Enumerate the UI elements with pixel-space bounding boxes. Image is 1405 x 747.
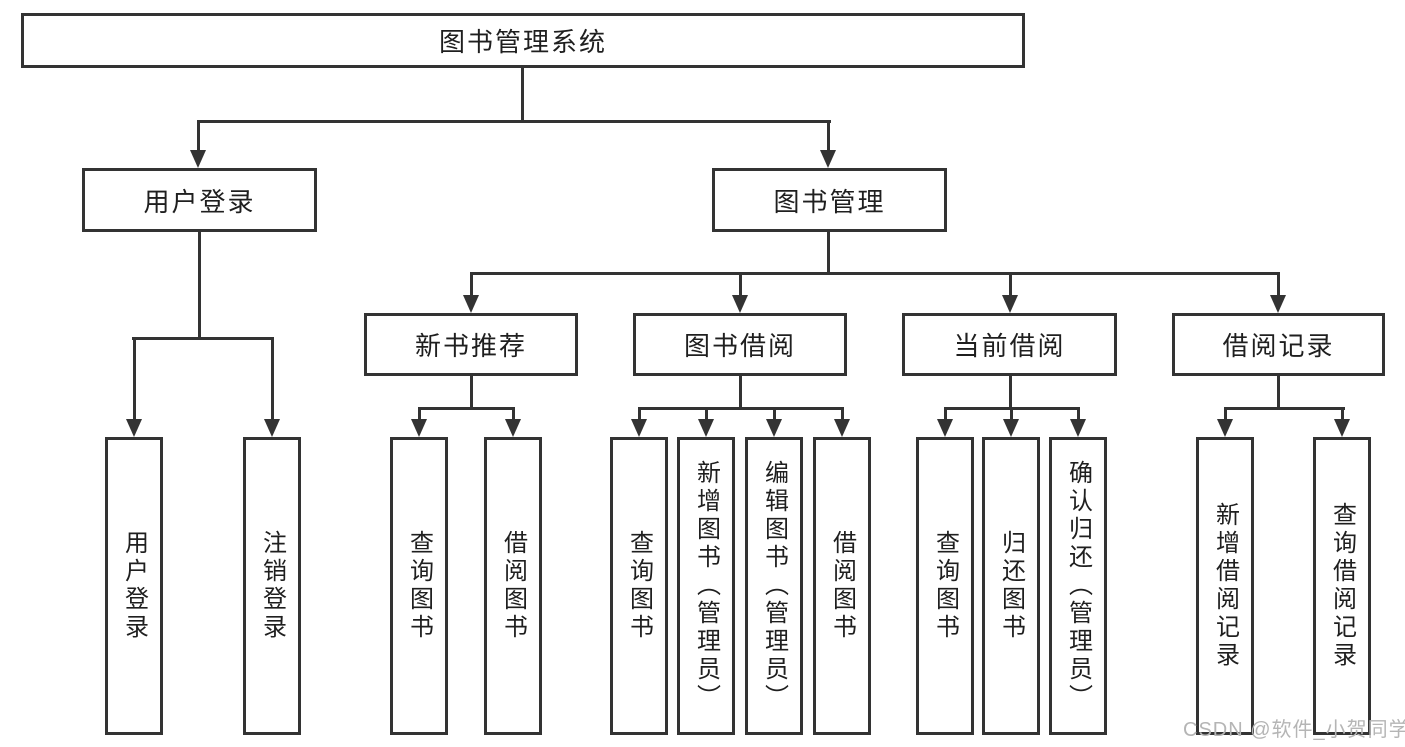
- connector-line: [198, 232, 201, 337]
- arrowhead-icon: [937, 419, 953, 437]
- connector-line: [1224, 407, 1227, 421]
- connector-line: [1077, 407, 1080, 421]
- arrowhead-icon: [126, 419, 142, 437]
- leaf-edit-books-admin: 编辑图书（管理员）: [745, 437, 803, 735]
- arrowhead-icon: [1217, 419, 1233, 437]
- leaf-label: 查询借阅记录: [1328, 502, 1356, 670]
- connector-line: [470, 272, 1280, 275]
- node-borrowing-records: 借阅记录: [1172, 313, 1385, 376]
- arrowhead-icon: [766, 419, 782, 437]
- connector-line: [739, 376, 742, 407]
- connector-line: [827, 120, 830, 152]
- leaf-label: 查询图书: [405, 530, 433, 642]
- node-book-borrowing: 图书借阅: [633, 313, 847, 376]
- arrowhead-icon: [1270, 295, 1286, 313]
- leaf-add-borrow-record: 新增借阅记录: [1196, 437, 1254, 735]
- arrowhead-icon: [732, 295, 748, 313]
- leaf-label: 编辑图书（管理员）: [760, 460, 788, 712]
- connector-line: [705, 407, 708, 421]
- leaf-label: 借阅图书: [828, 530, 856, 642]
- connector-line: [512, 407, 515, 421]
- connector-line: [1341, 407, 1344, 421]
- connector-line: [1010, 407, 1013, 421]
- leaf-label: 借阅图书: [499, 530, 527, 642]
- leaf-label: 查询图书: [625, 530, 653, 642]
- leaf-label: 注销登录: [258, 530, 286, 642]
- leaf-query-books-recommend: 查询图书: [390, 437, 448, 735]
- connector-line: [521, 68, 524, 120]
- leaf-user-login: 用户登录: [105, 437, 163, 735]
- node-current-borrowing: 当前借阅: [902, 313, 1117, 376]
- leaf-borrow-books-borrowing: 借阅图书: [813, 437, 871, 735]
- node-new-book-recommendation: 新书推荐: [364, 313, 578, 376]
- connector-line: [1277, 376, 1280, 407]
- leaf-return-books: 归还图书: [982, 437, 1040, 735]
- leaf-label: 查询图书: [931, 530, 959, 642]
- connector-line: [827, 232, 830, 272]
- connector-line: [470, 376, 473, 407]
- leaf-label: 用户登录: [120, 530, 148, 642]
- connector-line: [773, 407, 776, 421]
- arrowhead-icon: [411, 419, 427, 437]
- arrowhead-icon: [190, 150, 206, 168]
- connector-line: [1009, 376, 1012, 407]
- leaf-add-books-admin: 新增图书（管理员）: [677, 437, 735, 735]
- connector-line: [197, 120, 831, 123]
- leaf-query-borrow-record: 查询借阅记录: [1313, 437, 1371, 735]
- arrowhead-icon: [1334, 419, 1350, 437]
- leaf-label: 新增图书（管理员）: [692, 460, 720, 712]
- node-library-management-system: 图书管理系统: [21, 13, 1025, 68]
- connector-line: [841, 407, 844, 421]
- leaf-query-books-current: 查询图书: [916, 437, 974, 735]
- arrowhead-icon: [1002, 295, 1018, 313]
- arrowhead-icon: [698, 419, 714, 437]
- arrowhead-icon: [1003, 419, 1019, 437]
- leaf-query-books-borrowing: 查询图书: [610, 437, 668, 735]
- node-user-login-group: 用户登录: [82, 168, 317, 232]
- arrowhead-icon: [1070, 419, 1086, 437]
- arrowhead-icon: [505, 419, 521, 437]
- leaf-logout: 注销登录: [243, 437, 301, 735]
- connector-line: [1009, 272, 1012, 297]
- leaf-label: 归还图书: [997, 530, 1025, 642]
- arrowhead-icon: [820, 150, 836, 168]
- connector-line: [418, 407, 421, 421]
- connector-line: [133, 337, 136, 421]
- connector-line: [271, 337, 274, 421]
- connector-line: [1277, 272, 1280, 297]
- arrowhead-icon: [631, 419, 647, 437]
- watermark: CSDN @软件_小贺同学: [1183, 719, 1405, 741]
- arrowhead-icon: [463, 295, 479, 313]
- connector-line: [944, 407, 947, 421]
- node-book-management: 图书管理: [712, 168, 947, 232]
- connector-line: [739, 272, 742, 297]
- connector-line: [418, 407, 515, 410]
- leaf-borrow-books-recommend: 借阅图书: [484, 437, 542, 735]
- leaf-label: 新增借阅记录: [1211, 502, 1239, 670]
- connector-line: [638, 407, 844, 410]
- connector-line: [132, 337, 274, 340]
- connector-line: [1224, 407, 1345, 410]
- leaf-label: 确认归还（管理员）: [1064, 460, 1092, 712]
- arrowhead-icon: [264, 419, 280, 437]
- connector-line: [197, 120, 200, 152]
- leaf-confirm-return-admin: 确认归还（管理员）: [1049, 437, 1107, 735]
- connector-line: [638, 407, 641, 421]
- arrowhead-icon: [834, 419, 850, 437]
- connector-line: [470, 272, 473, 297]
